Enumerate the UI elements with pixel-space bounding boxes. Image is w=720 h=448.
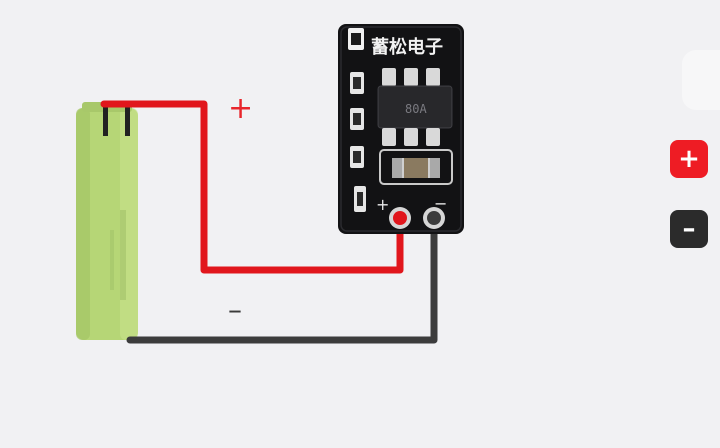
chip: [377, 85, 453, 129]
zoom-in-button[interactable]: +: [670, 140, 708, 178]
circuit-board: [338, 24, 464, 234]
zoom-out-button[interactable]: –: [670, 210, 708, 248]
chip-marking: 80A: [405, 102, 427, 116]
board-brand-label: 蓄松电子: [371, 36, 443, 58]
capacitor: [379, 149, 453, 185]
battery: [76, 102, 138, 340]
smd-components: [348, 28, 366, 212]
positive-label: +: [228, 91, 254, 126]
negative-wire: [126, 224, 438, 344]
chip-pads-top: [382, 68, 440, 86]
side-panel: [682, 50, 720, 110]
positive-wire: [100, 100, 404, 274]
chip-pads-bottom: [382, 128, 440, 146]
negative-label: –: [228, 293, 242, 326]
output-pads: [389, 207, 445, 229]
board-pin-minus: −: [434, 194, 447, 213]
board-pin-plus: +: [376, 195, 389, 214]
